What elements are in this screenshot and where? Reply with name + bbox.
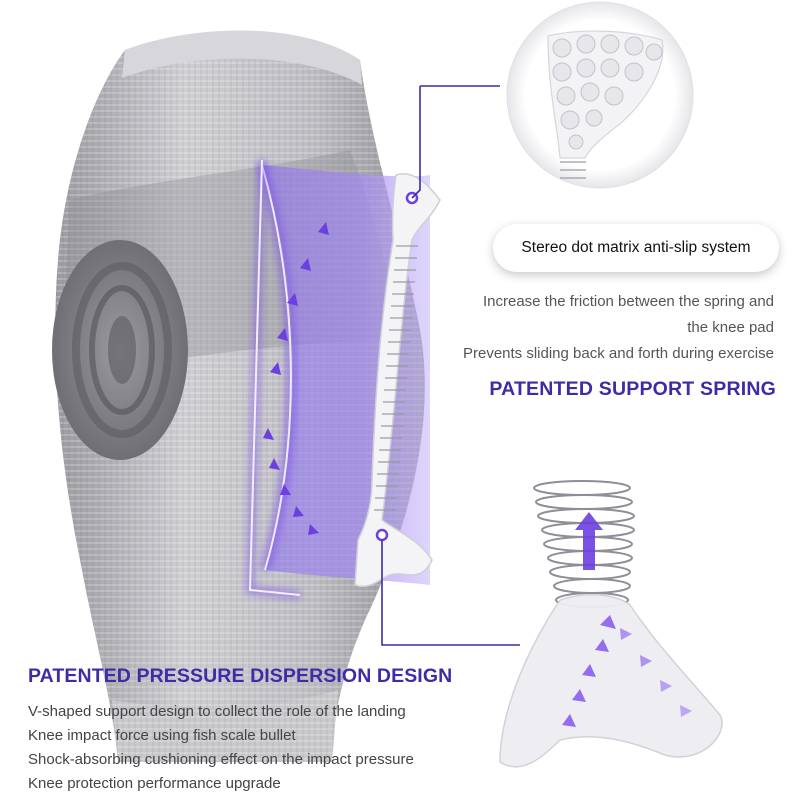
antislip-badge-text: Stereo dot matrix anti-slip system [521, 239, 751, 256]
spring-description: Increase the friction between the spring… [354, 289, 774, 367]
spring-desc-line: the knee pad [687, 319, 774, 336]
pressure-desc-line: Knee impact force using fish scale bulle… [28, 727, 296, 744]
support-spring [354, 173, 441, 587]
pressure-desc-line: Shock-absorbing cushioning effect on the… [28, 751, 414, 768]
callout-lines [381, 85, 520, 646]
pressure-desc-line: V-shaped support design to collect the r… [28, 703, 406, 720]
up-arrow-icon [270, 222, 329, 375]
spring-heading: PATENTED SUPPORT SPRING [489, 378, 776, 400]
v-support-detail [499, 472, 723, 768]
antislip-detail-circle [506, 1, 694, 189]
down-arrow-icon [263, 428, 319, 535]
patella-pad [52, 240, 188, 460]
pressure-desc-line: Knee protection performance upgrade [28, 775, 281, 792]
pressure-description: V-shaped support design to collect the r… [28, 700, 414, 796]
spring-desc-line: Increase the friction between the spring… [482, 293, 774, 310]
antislip-badge: Stereo dot matrix anti-slip system [493, 224, 779, 272]
pressure-heading: PATENTED PRESSURE DISPERSION DESIGN [28, 665, 453, 687]
spring-desc-line: Prevents sliding back and forth during e… [462, 345, 774, 362]
